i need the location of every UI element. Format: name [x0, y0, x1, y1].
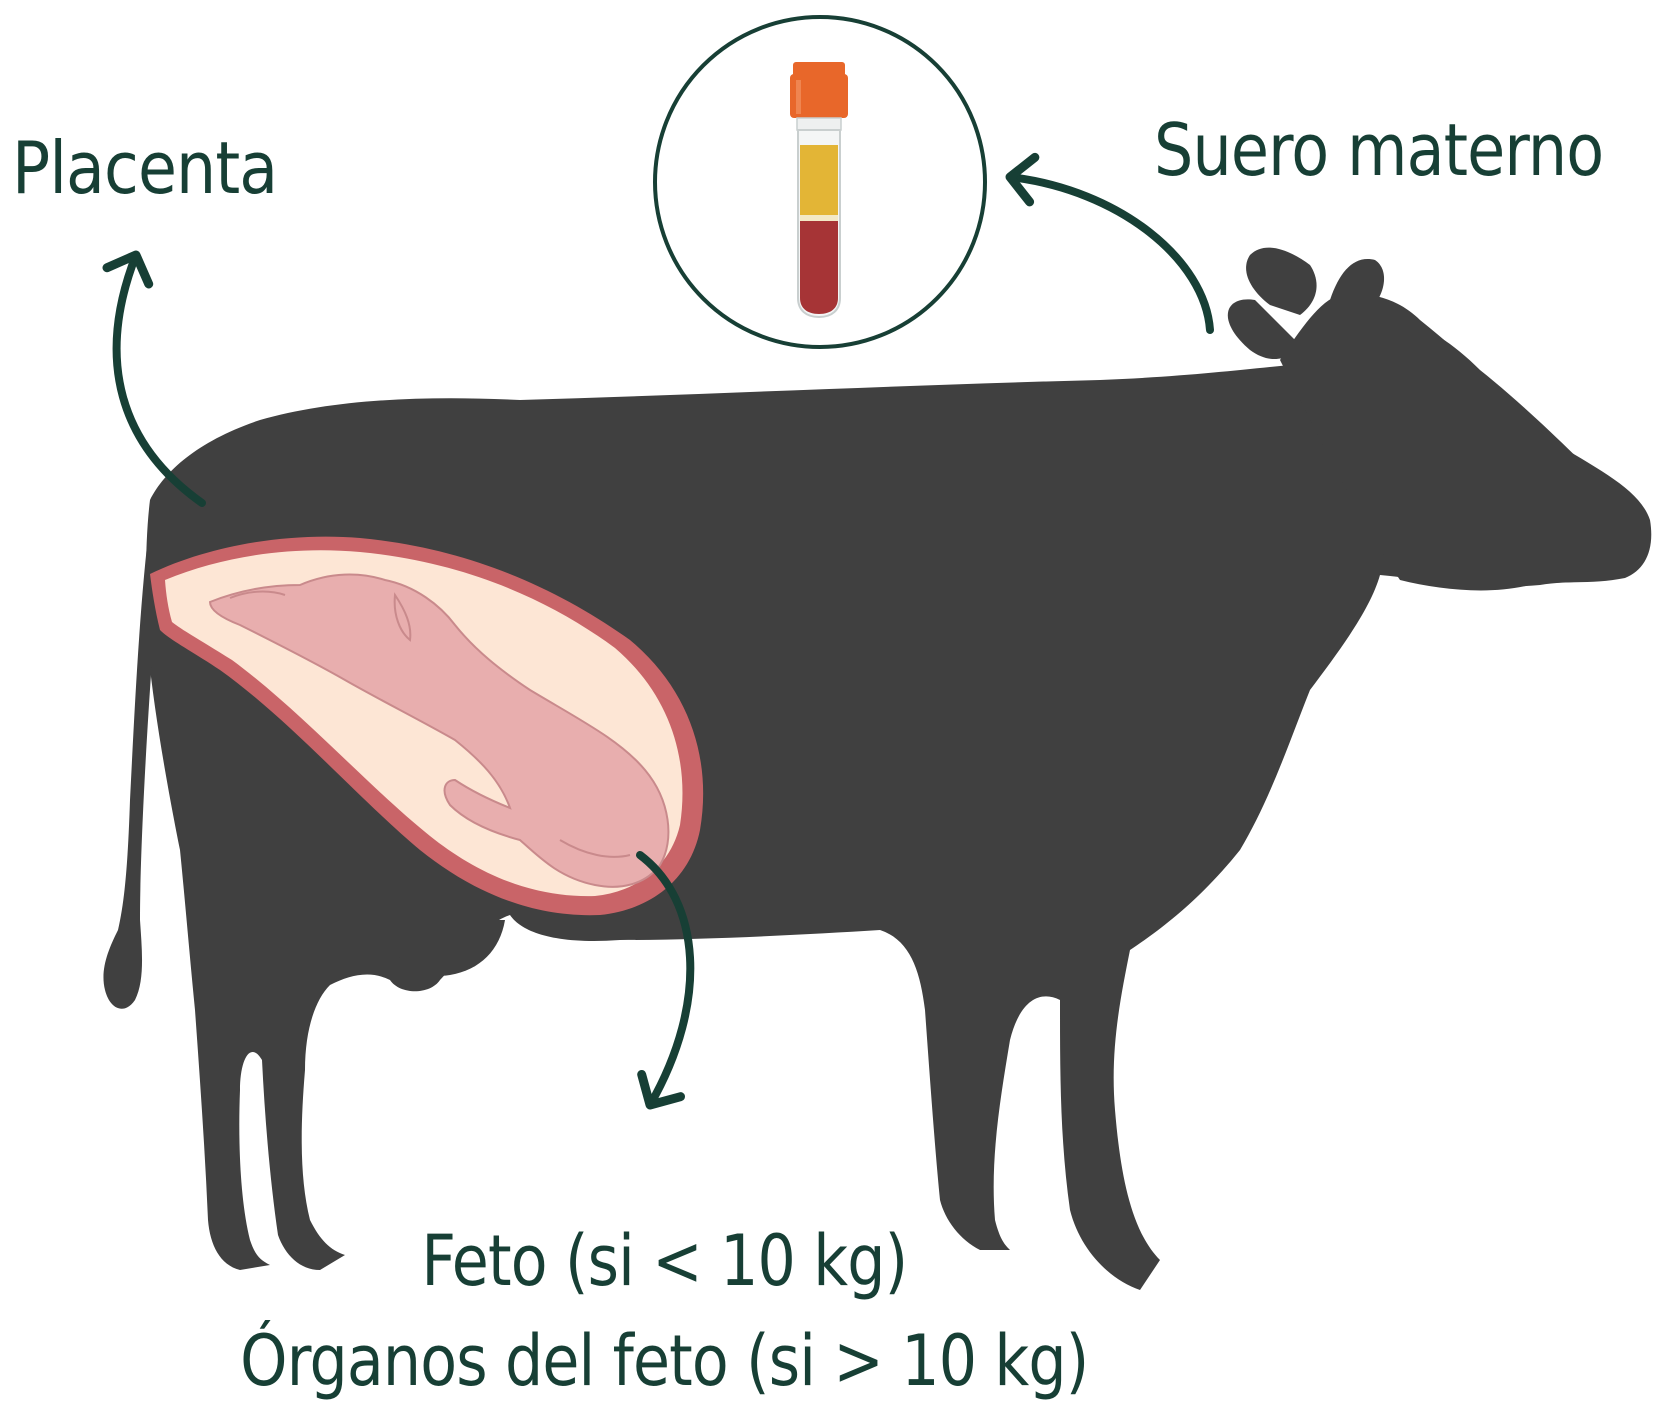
blood-tube-icon: [790, 62, 848, 317]
feto-label: Feto (si < 10 kg): [92, 1226, 1236, 1296]
suero-arrow: [1010, 177, 1210, 330]
placenta-label: Placenta: [12, 132, 277, 204]
suero-materno-label: Suero materno: [1154, 114, 1603, 186]
organos-feto-label: Órganos del feto (si > 10 kg): [92, 1326, 1236, 1396]
